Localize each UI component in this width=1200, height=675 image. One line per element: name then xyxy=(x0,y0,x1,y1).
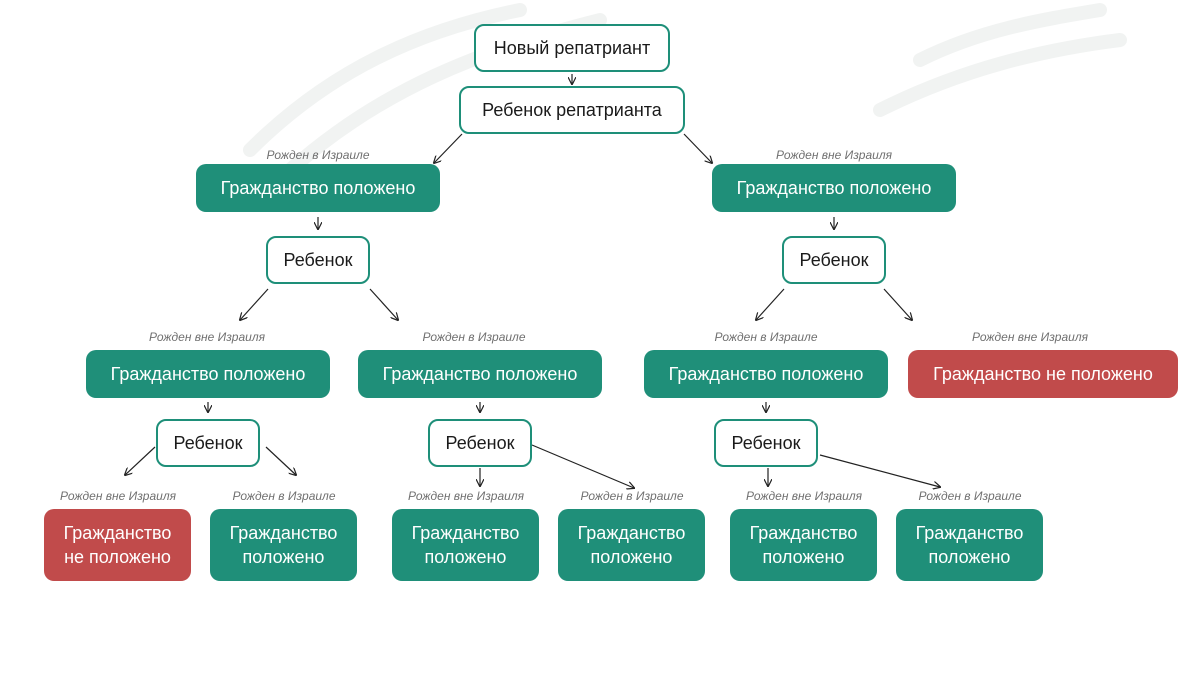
arrow-l4-c-to-l5-6 xyxy=(819,454,940,487)
arrow-l2-left-to-l3-b xyxy=(369,288,398,320)
node-child: Ребенок xyxy=(266,236,370,284)
edge-label: Рожден вне Израиля xyxy=(971,330,1088,344)
arrow-child-to-l1-left xyxy=(434,133,463,163)
node-citizenship-granted: Гражданство положено xyxy=(86,350,330,398)
node-child: Ребенок xyxy=(714,419,818,467)
arrow-l2-right-to-l3-d xyxy=(883,288,912,320)
node-citizenship-granted: Гражданство положено xyxy=(558,509,705,581)
arrow-l2-right-to-l3-c xyxy=(756,288,785,320)
node-citizenship-granted: Гражданство положено xyxy=(210,509,357,581)
arrow-child-to-l1-right xyxy=(683,133,712,163)
node-child: Ребенок xyxy=(156,419,260,467)
edge-label: Рожден в Израиле xyxy=(580,489,684,503)
node-new-repatriant: Новый репатриант xyxy=(474,24,670,72)
node-citizenship-denied: Гражданство не положено xyxy=(908,350,1178,398)
arrow-l4-a-to-l5-2 xyxy=(265,446,296,475)
edge-label: Рожден вне Израиля xyxy=(775,148,892,162)
node-citizenship-granted: Гражданство положено xyxy=(712,164,956,212)
edge-label: Рожден в Израиле xyxy=(422,330,526,344)
node-citizenship-granted: Гражданство положено xyxy=(896,509,1043,581)
edge-label: Рожден вне Израиля xyxy=(745,489,862,503)
edge-label: Рожден в Израиле xyxy=(714,330,818,344)
node-citizenship-granted: Гражданство положено xyxy=(196,164,440,212)
edge-label: Рожден в Израиле xyxy=(918,489,1022,503)
node-citizenship-granted: Гражданство положено xyxy=(644,350,888,398)
edge-label: Рожден вне Израиля xyxy=(407,489,524,503)
arrow-l2-left-to-l3-a xyxy=(240,288,269,320)
edge-label: Рожден вне Израиля xyxy=(148,330,265,344)
arrow-l4-a-to-l5-1 xyxy=(125,446,156,475)
node-citizenship-granted: Гражданство положено xyxy=(730,509,877,581)
node-child-of-repatriant: Ребенок репатрианта xyxy=(459,86,685,134)
node-citizenship-granted: Гражданство положено xyxy=(358,350,602,398)
node-citizenship-granted: Гражданство положено xyxy=(392,509,539,581)
node-citizenship-denied: Гражданство не положено xyxy=(44,509,191,581)
edge-label: Рожден в Израиле xyxy=(232,489,336,503)
edge-label: Рожден в Израиле xyxy=(266,148,370,162)
node-child: Ребенок xyxy=(782,236,886,284)
node-child: Ребенок xyxy=(428,419,532,467)
arrow-l4-b-to-l5-4 xyxy=(531,444,634,488)
edge-label: Рожден вне Израиля xyxy=(59,489,176,503)
